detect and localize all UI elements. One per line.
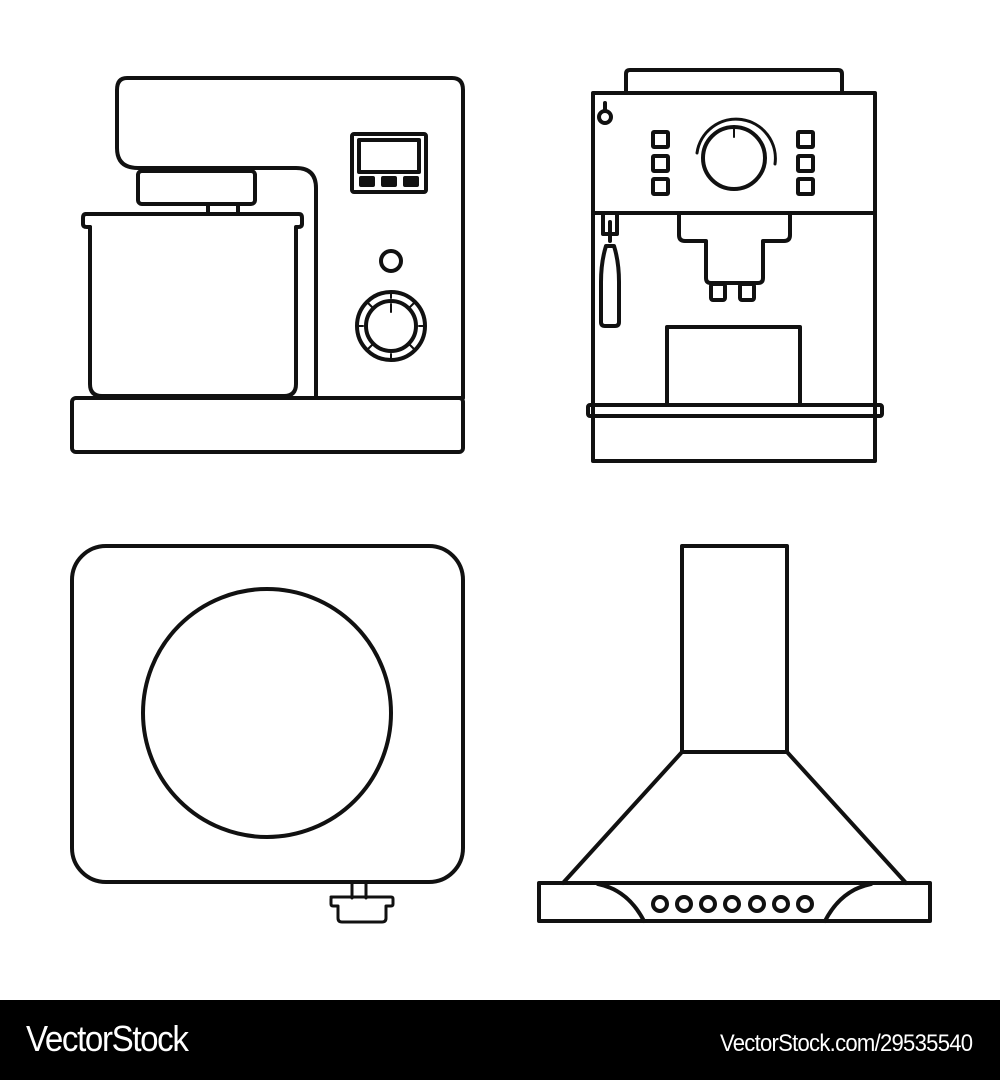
artwork-canvas [70,68,932,924]
brand-logo: VectorStock [26,1018,189,1059]
espresso-machine-icon [586,68,884,463]
stand-mixer-icon [70,76,465,454]
watermark-footer: VectorStock VectorStock.com/29535540 [0,1000,1000,1080]
image-url-text: VectorStock.com/29535540 [719,1030,973,1057]
cooker-hood-icon [537,544,932,923]
induction-hob-icon [70,544,465,924]
